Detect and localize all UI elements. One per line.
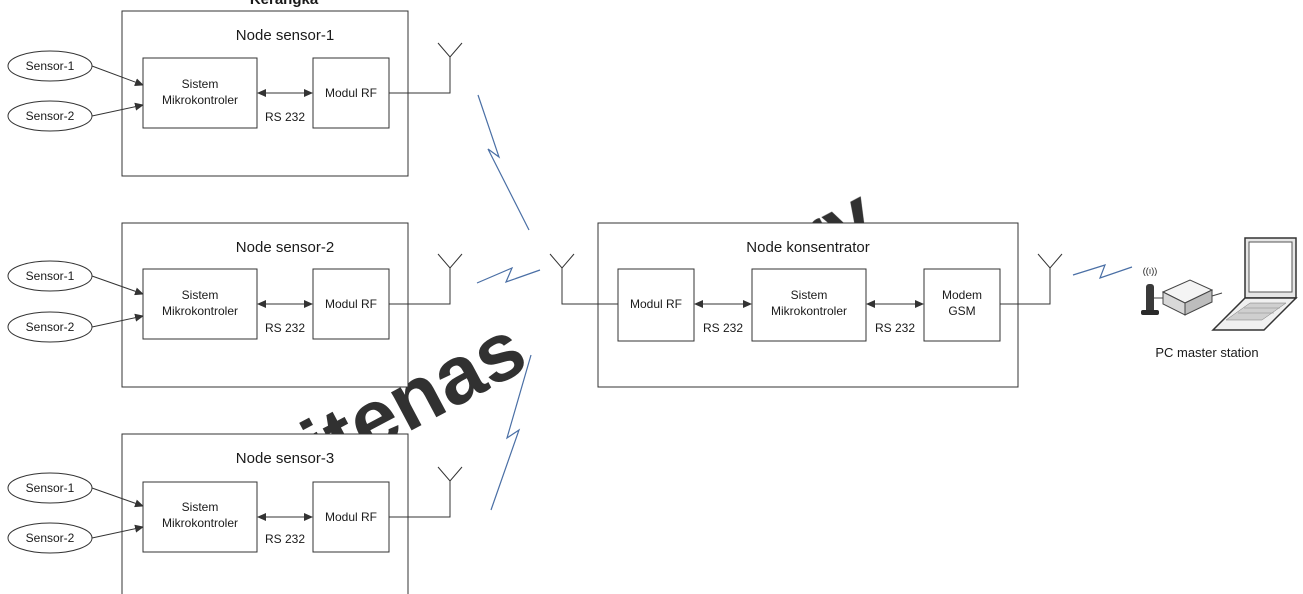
node-sensor-1-title: Node sensor-1 [236, 27, 334, 44]
gsm-modem-icon [1154, 280, 1222, 315]
rf-label: Modul RF [325, 510, 377, 524]
antenna-icon [438, 43, 462, 57]
sensor-2-label: Sensor-2 [26, 531, 75, 545]
pc-master-station: ((ı)) PC master station [1141, 238, 1296, 360]
signal-zigzag-2-icon [477, 268, 540, 283]
rs232-label-rf-mcu: RS 232 [703, 321, 743, 335]
wifi-signal-icon: ((ı)) [1143, 266, 1158, 276]
gsm-antenna-icon [1038, 254, 1062, 268]
rs232-label: RS 232 [265, 110, 305, 124]
node-sensor-3: Node sensor-3 Sensor-1 Sensor-2 Sistem M… [8, 434, 462, 594]
antenna-icon [438, 467, 462, 481]
modem-label-line1: Modem [942, 288, 982, 302]
node-sensor-1: Node sensor-1 Sensor-1 Sensor-2 Sistem M… [8, 11, 462, 176]
sensor-1-label: Sensor-1 [26, 481, 75, 495]
laptop-icon [1213, 238, 1296, 330]
rf-label: Modul RF [630, 297, 682, 311]
node-sensor-2-title: Node sensor-2 [236, 239, 334, 256]
mcu-label-line2: Mikrokontroler [162, 93, 238, 107]
rs232-label: RS 232 [265, 532, 305, 546]
pc-master-station-label: PC master station [1155, 345, 1258, 360]
modem-label-line2: GSM [948, 304, 975, 318]
node-sensor-3-title: Node sensor-3 [236, 450, 334, 467]
sensor-1-label: Sensor-1 [26, 59, 75, 73]
antenna-icon [438, 254, 462, 268]
cell-tower-icon [1141, 284, 1159, 315]
mcu-label-line1: Sistem [182, 288, 219, 302]
rs232-label: RS 232 [265, 321, 305, 335]
mcu-label-line1: Sistem [791, 288, 828, 302]
sensor-2-label: Sensor-2 [26, 109, 75, 123]
sensor-1-label: Sensor-1 [26, 269, 75, 283]
rf-label: Modul RF [325, 86, 377, 100]
mcu-label-line2: Mikrokontroler [771, 304, 847, 318]
rx-antenna-icon [550, 254, 574, 268]
konsentrator-title: Node konsentrator [746, 239, 869, 256]
mcu-label-line1: Sistem [182, 77, 219, 91]
node-konsentrator: Node konsentrator Modul RF Sistem Mikrok… [550, 223, 1062, 387]
rf-label: Modul RF [325, 297, 377, 311]
rs232-label-mcu-modem: RS 232 [875, 321, 915, 335]
signal-zigzag-1-icon [478, 95, 529, 230]
header-fragment: Kerangka [250, 0, 319, 8]
signal-zigzag-4-icon [1073, 265, 1132, 278]
mcu-label-line2: Mikrokontroler [162, 304, 238, 318]
sensor-2-label: Sensor-2 [26, 320, 75, 334]
mcu-label-line1: Sistem [182, 500, 219, 514]
mcu-label-line2: Mikrokontroler [162, 516, 238, 530]
node-sensor-2: Node sensor-2 Sensor-1 Sensor-2 Sistem M… [8, 223, 462, 387]
